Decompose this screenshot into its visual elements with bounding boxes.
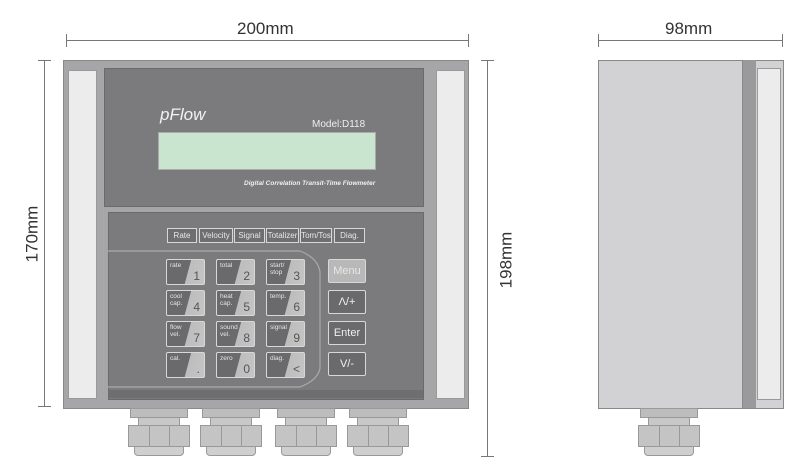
tagline: Digital Correlation Transit-Time Flowmet…	[244, 180, 376, 187]
key-function-label: heat cap.	[220, 293, 233, 307]
key-function-label: zero	[220, 355, 233, 362]
key-dot[interactable]: cal..	[166, 352, 205, 378]
key-number: 8	[243, 331, 250, 345]
key-5[interactable]: heat cap. 5	[216, 290, 255, 316]
enter-key[interactable]: Enter	[328, 321, 366, 345]
key-1[interactable]: rate 1	[166, 259, 205, 285]
lcd-screen	[158, 132, 376, 170]
key-number: 7	[193, 331, 200, 345]
key-function-label: signal	[270, 324, 287, 331]
key-number: <	[292, 362, 300, 376]
dimension-tick	[468, 34, 469, 47]
key-number: 5	[243, 300, 250, 314]
key-function-label: flow vel.	[170, 324, 182, 338]
width-dimension-line	[66, 40, 468, 41]
key-7[interactable]: flow vel. 7	[166, 321, 205, 347]
function-button-tom-tos[interactable]: Tom/Tos	[300, 228, 332, 243]
function-button-rate[interactable]: Rate	[167, 228, 197, 243]
right-side-strip	[436, 70, 465, 399]
key-function-label: rate	[170, 262, 182, 269]
height-dimension-line	[44, 60, 45, 406]
key-function-label: cal.	[170, 355, 181, 362]
dimension-tick	[38, 406, 51, 407]
key-function-label: start/ stop	[270, 262, 285, 276]
key-number: 3	[293, 269, 300, 283]
left-side-strip	[68, 70, 97, 399]
key-number: 4	[193, 300, 200, 314]
key-function-label: total	[220, 262, 233, 269]
key-9[interactable]: signal 9	[266, 321, 305, 347]
side-view-strip	[757, 68, 781, 400]
key-backspace[interactable]: diag. <	[266, 352, 305, 378]
dimension-tick	[598, 34, 599, 47]
key-number: 2	[243, 269, 250, 283]
key-number: .	[196, 362, 200, 376]
side-depth-label: 98mm	[665, 19, 713, 38]
dimension-tick	[38, 60, 51, 61]
dimension-tick	[481, 456, 494, 457]
key-number: 1	[193, 269, 200, 283]
key-function-label: temp.	[270, 293, 287, 300]
key-8[interactable]: sound vel. 8	[216, 321, 255, 347]
key-function-label: diag.	[270, 355, 285, 362]
key-number: 6	[293, 300, 300, 314]
key-2[interactable]: total 2	[216, 259, 255, 285]
key-6[interactable]: temp. 6	[266, 290, 305, 316]
depth-dimension-line	[598, 40, 782, 41]
total-height-dimension-line	[487, 60, 488, 456]
dimension-tick	[481, 60, 494, 61]
key-0[interactable]: zero 0	[216, 352, 255, 378]
front-width-label: 200mm	[237, 19, 294, 38]
key-function-label: sound vel.	[220, 324, 238, 338]
menu-key[interactable]: Menu	[328, 259, 366, 283]
up-plus-key[interactable]: Λ/+	[328, 290, 366, 314]
key-number: 9	[293, 331, 300, 345]
bottom-rail	[108, 390, 423, 398]
dimension-tick	[782, 34, 783, 47]
function-button-totalizer[interactable]: Totalizer	[266, 228, 299, 243]
side-view-divider	[742, 60, 756, 408]
dimension-tick	[66, 34, 67, 47]
function-button-diag[interactable]: Diag.	[334, 228, 365, 243]
key-function-label: cool cap.	[170, 293, 183, 307]
key-4[interactable]: cool cap. 4	[166, 290, 205, 316]
down-minus-key[interactable]: V/-	[328, 352, 366, 376]
function-button-velocity[interactable]: Velocity	[199, 228, 233, 243]
key-number: 0	[243, 362, 250, 376]
key-3[interactable]: start/ stop 3	[266, 259, 305, 285]
model-label: Model:D118	[312, 119, 366, 130]
function-button-signal[interactable]: Signal	[234, 228, 265, 243]
brand-logo: pFlow	[160, 105, 206, 124]
